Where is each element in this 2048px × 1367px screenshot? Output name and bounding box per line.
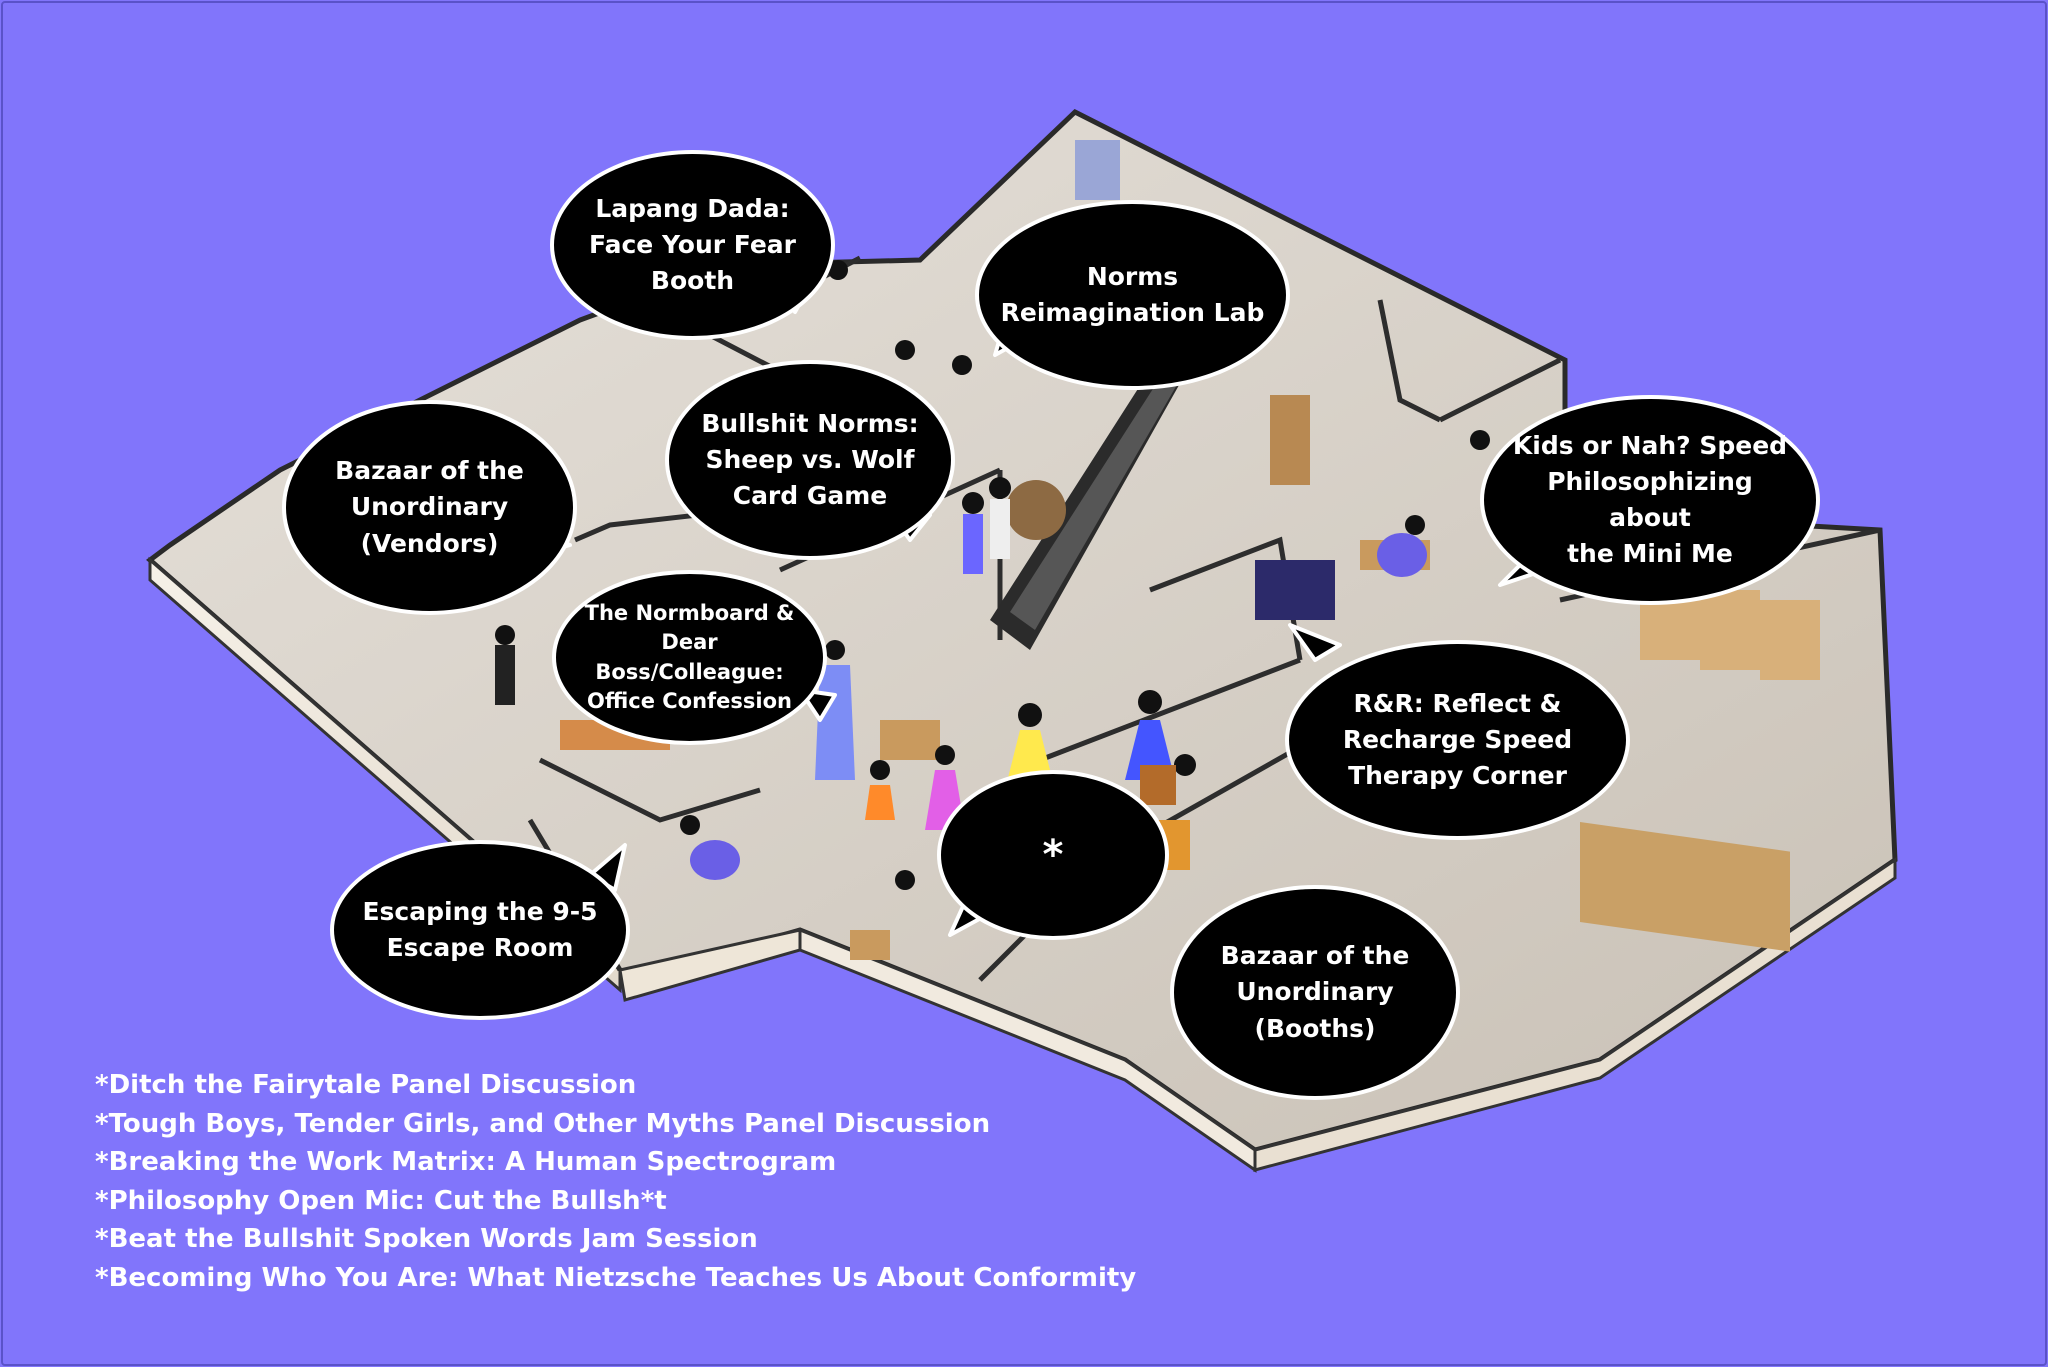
zone-bubble-rr-corner[interactable]: R&R: Reflect & Recharge Speed Therapy Co… bbox=[1285, 640, 1630, 840]
footnote-item: *Philosophy Open Mic: Cut the Bullsh*t bbox=[95, 1185, 667, 1216]
zone-bubble-escape-room[interactable]: Escaping the 9-5 Escape Room bbox=[330, 840, 630, 1020]
zone-bubble-bazaar-booths[interactable]: Bazaar of the Unordinary (Booths) bbox=[1170, 885, 1460, 1100]
zone-bubble-norms-lab[interactable]: Norms Reimagination Lab bbox=[975, 200, 1290, 390]
footnote-list: *Ditch the Fairytale Panel Discussion *T… bbox=[95, 1066, 1136, 1297]
zone-bubble-kids-or-nah[interactable]: Kids or Nah? Speed Philosophizing about … bbox=[1480, 395, 1820, 605]
footnote-item: *Becoming Who You Are: What Nietzsche Te… bbox=[95, 1262, 1137, 1293]
zone-bubble-stage[interactable]: * bbox=[937, 770, 1169, 940]
zone-bubble-lapang-dada[interactable]: Lapang Dada: Face Your Fear Booth bbox=[550, 150, 835, 340]
zone-bubble-bullshit-norms[interactable]: Bullshit Norms: Sheep vs. Wolf Card Game bbox=[665, 360, 955, 560]
footnote-item: *Beat the Bullshit Spoken Words Jam Sess… bbox=[95, 1224, 758, 1254]
zone-bubble-normboard[interactable]: The Normboard & Dear Boss/Colleague: Off… bbox=[552, 570, 827, 745]
zone-bubble-bazaar-vendors[interactable]: Bazaar of the Unordinary (Vendors) bbox=[282, 400, 577, 615]
footnote-item: *Ditch the Fairytale Panel Discussion bbox=[95, 1070, 637, 1100]
furniture bbox=[560, 140, 1820, 960]
footnote-item: *Breaking the Work Matrix: A Human Spect… bbox=[95, 1147, 837, 1177]
footnote-item: *Tough Boys, Tender Girls, and Other Myt… bbox=[95, 1108, 991, 1139]
escalator bbox=[990, 330, 1210, 650]
